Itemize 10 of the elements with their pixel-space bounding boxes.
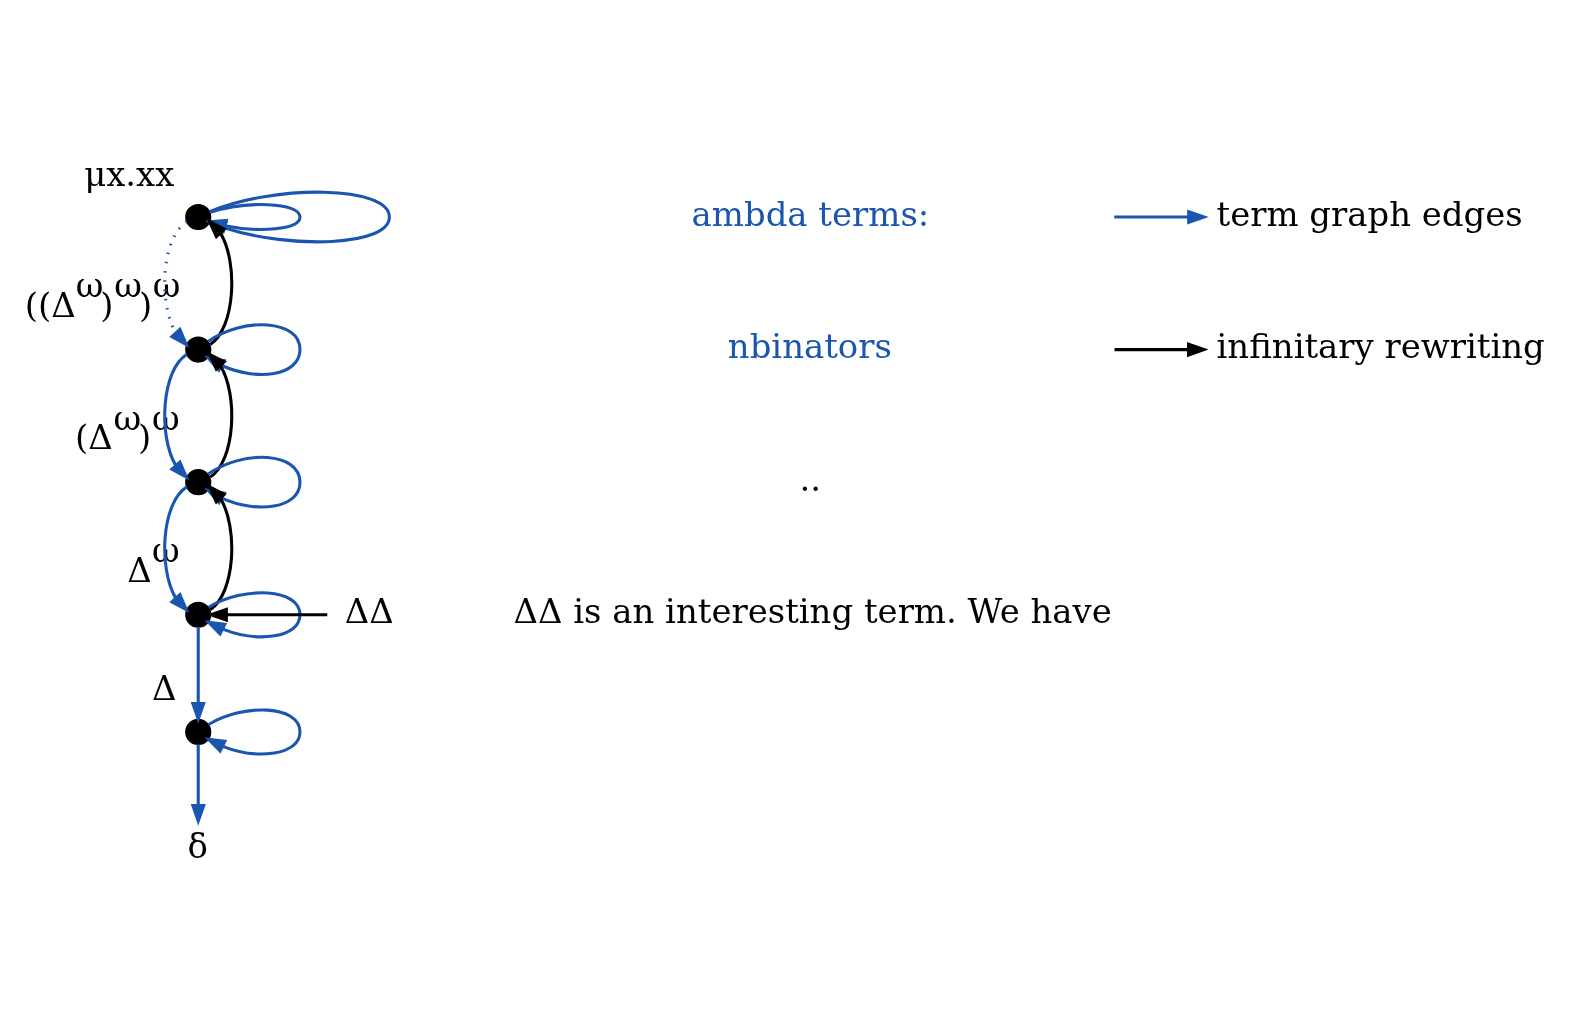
label: ..: [799, 459, 822, 499]
label: ΔΔ is an interesting term. We have: [513, 591, 1112, 631]
node-label: μx.xx: [84, 154, 175, 194]
node-text: δ: [187, 826, 208, 866]
node-label: Δ: [151, 668, 177, 708]
legend-label: term graph edges: [1216, 194, 1523, 234]
label: ambda terms:: [691, 194, 930, 234]
node-text: ΔΔ: [344, 591, 394, 631]
label: nbinators: [727, 326, 892, 366]
legend-label: infinitary rewriting: [1216, 326, 1545, 366]
